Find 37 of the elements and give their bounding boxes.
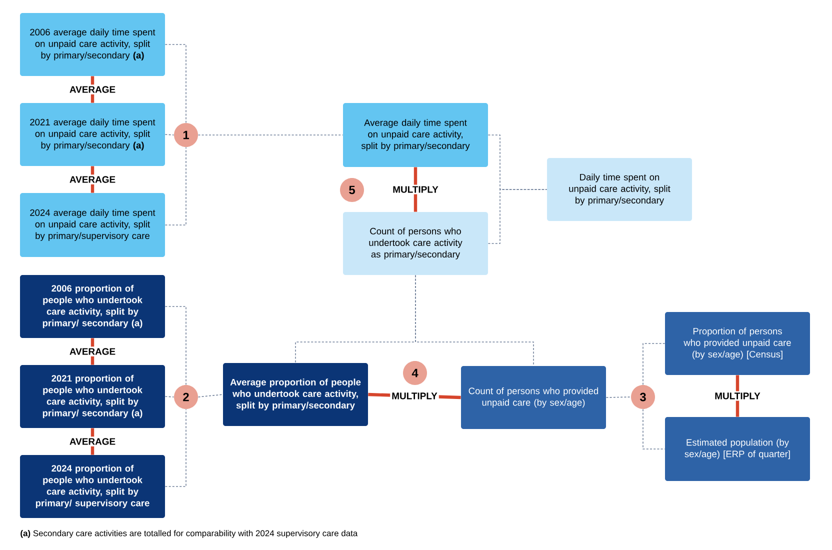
process-box: 2006 average daily time spent on unpaid care activity, split by primary/secondary (a) <box>20 13 165 76</box>
process-box: 2024 average daily time spent on unpaid care activity, split by primary/supervisory care <box>20 193 165 257</box>
process-box: Count of persons who undertook care activity as primary/secondary <box>343 212 488 275</box>
edge-label: MULTIPLY <box>390 391 439 401</box>
connector-line <box>164 306 186 386</box>
process-box: Proportion of persons who provided unpaid care (by sex/age) [Census] <box>665 312 810 375</box>
connector-line <box>488 189 548 244</box>
process-box: Daily time spent on unpaid care activity, split by primary/secondary <box>547 158 692 221</box>
process-box: 2021 proportion of people who undertook care activity, split by primary/ secondary (a) <box>20 365 165 428</box>
connector-line <box>164 146 186 226</box>
connector-line <box>164 396 174 398</box>
connector-line <box>488 134 548 190</box>
connector-line <box>164 134 174 136</box>
connector-line <box>198 134 344 136</box>
edge-label: AVERAGE <box>68 346 118 356</box>
connector-line <box>642 408 666 450</box>
connector-line <box>606 396 632 398</box>
footnote: (a) Secondary care activities are totalled for comparability with 2024 supervisory care data <box>20 530 358 538</box>
connector-line <box>164 408 186 487</box>
edge-label: AVERAGE <box>68 436 118 446</box>
edge-label: AVERAGE <box>68 84 118 94</box>
process-box: Estimated population (by sex/age) [ERP of quarter] <box>665 417 810 481</box>
edge-label: MULTIPLY <box>391 184 440 194</box>
connector-line <box>642 343 666 386</box>
process-box: 2024 proportion of people who undertook care activity, split by primary/ supervisory care <box>20 455 165 518</box>
edge-label: MULTIPLY <box>713 391 762 401</box>
connector-line <box>198 394 224 398</box>
process-box: 2006 proportion of people who undertook care activity, split by primary/ secondary (a) <box>20 275 165 338</box>
process-box: Average proportion of people who undertook care activity, split by primary/secondary <box>223 363 368 426</box>
operation-line <box>736 375 740 417</box>
edge-label: AVERAGE <box>68 174 118 184</box>
operation-line <box>414 167 418 212</box>
process-box: Average daily time spent on unpaid care activity, split by primary/secondary <box>343 103 488 167</box>
process-box: Count of persons who provided unpaid care (by sex/age) <box>461 366 606 429</box>
connector-line <box>164 44 186 124</box>
connector-line <box>415 274 534 366</box>
process-box: 2021 average daily time spent on unpaid care activity, split by primary/secondary (a) <box>20 103 165 166</box>
